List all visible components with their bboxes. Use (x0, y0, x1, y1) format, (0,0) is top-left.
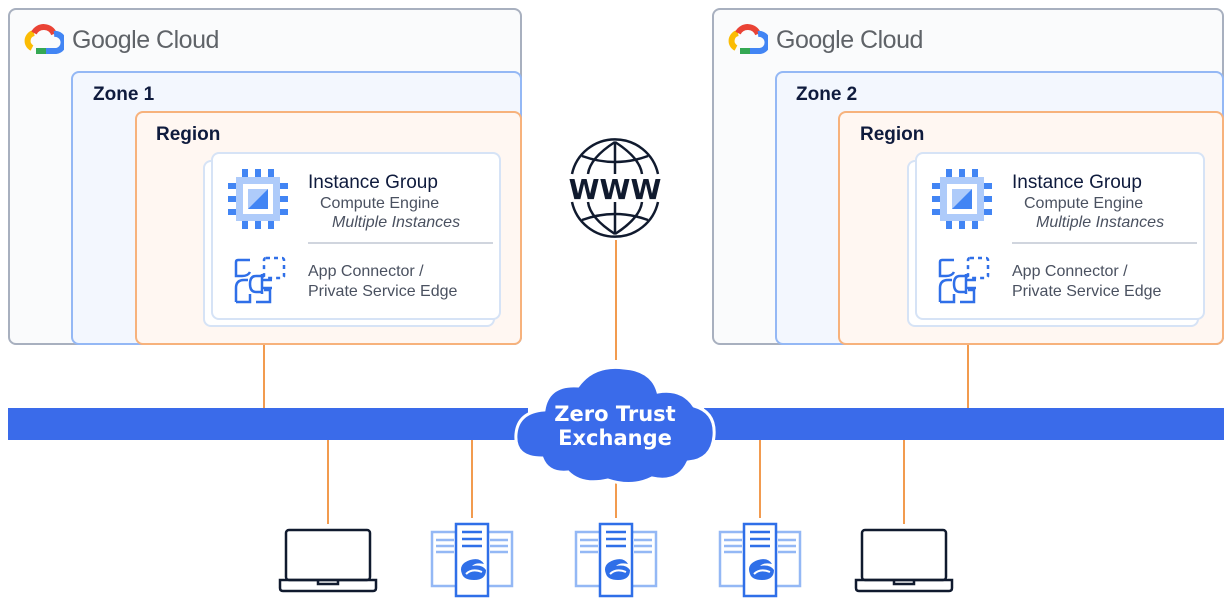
card-divider-left (308, 242, 493, 244)
connector-line-endpoint-4 (759, 440, 761, 518)
app-connector-icon (938, 256, 990, 304)
server-zscaler-icon[interactable] (718, 522, 802, 598)
instance-group-title-right: Instance Group (1012, 172, 1142, 193)
app-connector-icon (234, 256, 286, 304)
network-bus-right (704, 408, 1224, 440)
exchange-line2: Exchange (558, 426, 672, 450)
connector-line-www (615, 240, 617, 360)
www-label: WWW (569, 173, 662, 206)
instance-group-subtitle-right: Compute Engine (1024, 195, 1144, 212)
connector-line-endpoint-3 (615, 480, 617, 518)
compute-engine-chip-icon (932, 169, 992, 229)
server-zscaler-icon[interactable] (430, 522, 514, 598)
region-label-left: Region (156, 124, 221, 145)
instance-group-title-left: Instance Group (308, 172, 438, 193)
app-connector-line1: App Connector / (308, 263, 424, 280)
instance-group-detail-right: Multiple Instances (1036, 214, 1165, 231)
app-connector-line2: Private Service Edge (1012, 283, 1162, 300)
globe-icon: WWW (569, 138, 662, 238)
compute-engine-chip-icon (228, 169, 288, 229)
google-cloud-label: Google Cloud (72, 25, 219, 54)
connector-line-left-region (263, 345, 265, 409)
connector-line-endpoint-5 (903, 440, 905, 524)
network-bus-left (8, 408, 528, 440)
app-connector-label-right: App Connector / Private Service Edge (1012, 262, 1161, 302)
laptop-icon[interactable] (278, 528, 378, 594)
app-connector-line2: Private Service Edge (308, 283, 458, 300)
region-label-right: Region (860, 124, 925, 145)
google-cloud-icon (24, 24, 64, 54)
google-cloud-logo-right: Google Cloud (728, 24, 923, 56)
card-divider-right (1012, 242, 1197, 244)
connector-line-endpoint-2 (471, 440, 473, 518)
google-cloud-label: Google Cloud (776, 25, 923, 54)
zone-label-right: Zone 2 (796, 84, 858, 105)
zero-trust-exchange-label: Zero Trust Exchange (530, 402, 700, 450)
instance-group-detail-left: Multiple Instances (332, 214, 461, 231)
app-connector-label-left: App Connector / Private Service Edge (308, 262, 457, 302)
zone-label-left: Zone 1 (93, 84, 155, 105)
app-connector-line1: App Connector / (1012, 263, 1128, 280)
connector-line-right-region (967, 345, 969, 409)
laptop-icon[interactable] (854, 528, 954, 594)
server-zscaler-icon[interactable] (574, 522, 658, 598)
cloud-icon[interactable] (512, 362, 718, 488)
google-cloud-icon (728, 24, 768, 54)
exchange-line1: Zero Trust (554, 402, 676, 426)
google-cloud-logo-left: Google Cloud (24, 24, 219, 56)
instance-group-subtitle-left: Compute Engine (320, 195, 440, 212)
connector-line-endpoint-1 (327, 440, 329, 524)
